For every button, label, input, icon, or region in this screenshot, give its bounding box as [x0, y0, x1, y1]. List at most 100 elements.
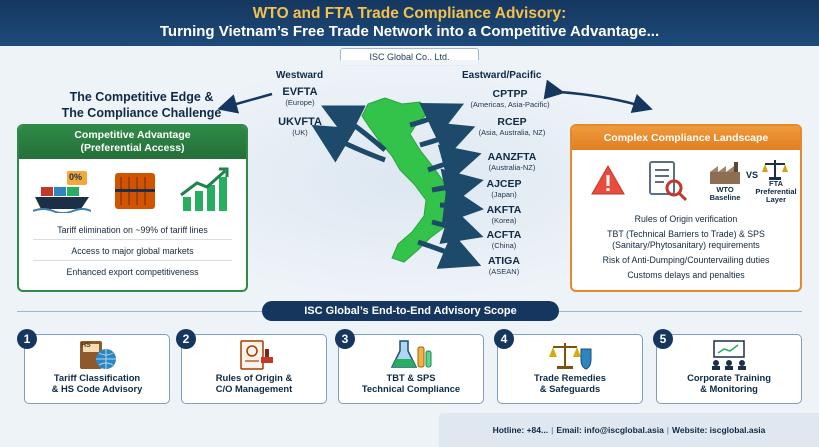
fta-name: RCEP: [497, 116, 527, 128]
compliance-landscape-card: Complex Compliance Landscape WTO Baselin…: [570, 124, 802, 292]
separator: |: [551, 425, 554, 435]
fta-region: (Australia-NZ): [488, 163, 536, 172]
wto-label: WTO Baseline: [700, 186, 750, 202]
fta-ajcep: AJCEP (Japan): [472, 178, 536, 199]
hs-label: HS: [81, 342, 91, 349]
scales-shield-icon: [549, 343, 592, 370]
separator: |: [666, 425, 670, 435]
hotline-text: Hotline: +84...: [492, 425, 549, 435]
westward-label: Westward: [276, 70, 324, 81]
competitive-advantage-card: Competitive Advantage (Preferential Acce…: [17, 124, 248, 292]
competitive-bullet: Tariff elimination on ~99% of tariff lin…: [57, 225, 208, 235]
service-label-line-1: Corporate Training: [687, 372, 771, 383]
compliance-bullet: TBT (Technical Barriers to Trade) & SPS: [607, 229, 765, 239]
compliance-bullet: Risk of Anti-Dumping/Countervailing duti…: [602, 255, 770, 265]
fta-name: ACFTA: [486, 229, 522, 241]
service-number: 2: [176, 329, 196, 349]
compliance-bullet: Customs delays and penalties: [627, 270, 745, 280]
fta-region: (ASEAN): [488, 267, 520, 276]
scope-title: ISC Global’s End-to-End Advisory Scope: [262, 301, 559, 321]
email-link[interactable]: Email: info@iscglobal.asia: [556, 425, 664, 435]
title-line-1: WTO and FTA Trade Compliance Advisory:: [252, 5, 567, 22]
title-line-2: Turning Vietnam’s Free Trade Network int…: [159, 23, 660, 40]
fta-label-line-2: Preferential: [755, 187, 797, 196]
growth-chart-icon: [180, 167, 229, 211]
fta-cptpp: CPTPP (Americas, Asia-Pacific): [455, 88, 565, 109]
divider: [33, 260, 232, 261]
service-card-2: Rules of Origin & C/O Management: [181, 334, 327, 404]
fta-region: (UK): [292, 128, 308, 137]
fta-aanzfta: AANZFTA (Australia-NZ): [472, 151, 552, 172]
service-label-line-2: & Safeguards: [539, 383, 601, 394]
service-number: 4: [494, 329, 514, 349]
scales-icon: [762, 160, 788, 180]
service-label: TBT & SPS Technical Compliance: [339, 372, 483, 394]
container-stack-icon: [115, 173, 155, 209]
vs-label: VS: [746, 170, 759, 180]
compliance-bullet: (Sanitary/Phytosanitary) requirements: [612, 240, 760, 250]
zero-tariff-badge: 0%: [69, 172, 83, 182]
fta-name: CPTPP: [492, 88, 528, 100]
fta-acfta: ACFTA (China): [472, 229, 536, 250]
service-number: 3: [335, 329, 355, 349]
footer-contact: Hotline: +84...|Email: info@iscglobal.as…: [439, 413, 819, 447]
certificate-stamp-icon: [240, 340, 273, 370]
fta-name: AJCEP: [486, 178, 522, 190]
vietnam-shape: [361, 97, 453, 263]
hs-book-globe-icon: [80, 341, 116, 369]
compliance-icons: WTO Baseline VS FTA Preferential Layer: [572, 150, 800, 212]
fta-layer-label: FTA Preferential Layer: [752, 180, 800, 204]
fta-name: EVFTA: [282, 86, 318, 98]
fta-label-line-1: FTA: [768, 179, 784, 188]
service-label-line-1: Tariff Classification: [53, 372, 141, 383]
fta-region: (Japan): [491, 190, 517, 199]
competitive-card-title: Competitive Advantage (Preferential Acce…: [19, 126, 246, 159]
wto-label-line-1: WTO: [716, 185, 734, 194]
service-label: Tariff Classification & HS Code Advisory: [25, 372, 169, 394]
factory-icon: [710, 162, 740, 184]
fta-name: AANZFTA: [487, 151, 537, 163]
compliance-card-title: Complex Compliance Landscape: [572, 126, 800, 150]
fta-ukvfta: UKVFTA (UK): [268, 116, 332, 137]
competitive-bullet: Access to major global markets: [71, 246, 194, 256]
fta-name: AKFTA: [486, 204, 522, 216]
wto-label-line-2: Baseline: [709, 193, 741, 202]
fta-name: ATIGA: [488, 255, 520, 267]
fta-region: (Asia, Australia, NZ): [478, 128, 546, 137]
header-banner: WTO and FTA Trade Compliance Advisory: T…: [0, 0, 819, 46]
presentation-icon: [712, 340, 746, 370]
service-card-5: Corporate Training & Monitoring: [656, 334, 802, 404]
edge-title: The Competitive Edge & The Compliance Ch…: [44, 89, 239, 121]
compliance-bullet: Rules of Origin verification: [634, 214, 738, 224]
edge-title-line-2: The Compliance Challenge: [61, 106, 222, 120]
service-label-line-1: Trade Remedies: [534, 372, 606, 383]
eastward-label: Eastward/Pacific: [462, 70, 542, 81]
service-label-line-2: & HS Code Advisory: [51, 383, 143, 394]
service-label: Trade Remedies & Safeguards: [498, 372, 642, 394]
service-card-3: TBT & SPS Technical Compliance: [338, 334, 484, 404]
fta-region: (China): [491, 241, 517, 250]
service-label-line-2: Technical Compliance: [361, 383, 461, 394]
fta-name: UKVFTA: [278, 116, 322, 128]
service-number: 5: [653, 329, 673, 349]
service-label-line-1: TBT & SPS: [386, 372, 436, 383]
service-label-line-1: Rules of Origin &: [215, 372, 293, 383]
website-link[interactable]: Website: iscglobal.asia: [672, 425, 766, 435]
fta-atiga: ATIGA (ASEAN): [472, 255, 536, 276]
fta-rcep: RCEP (Asia, Australia, NZ): [462, 116, 562, 137]
service-number: 1: [17, 329, 37, 349]
service-card-1: HS Tariff Classification & HS Code Advis…: [24, 334, 170, 404]
lab-flask-icon: [390, 340, 432, 368]
fta-label-line-3: Layer: [765, 195, 786, 204]
fta-region: (Korea): [491, 216, 517, 225]
service-card-4: Trade Remedies & Safeguards: [497, 334, 643, 404]
fta-evfta: EVFTA (Europe): [268, 86, 332, 107]
warning-icon: [591, 164, 625, 195]
service-label: Rules of Origin & C/O Management: [182, 372, 326, 394]
competitive-bullet: Enhanced export competitiveness: [66, 267, 199, 277]
document-magnifier-icon: [649, 161, 688, 202]
competitive-title-line-2: (Preferential Access): [80, 142, 185, 154]
service-label-line-2: C/O Management: [215, 383, 293, 394]
fta-region: (Americas, Asia-Pacific): [470, 100, 550, 109]
